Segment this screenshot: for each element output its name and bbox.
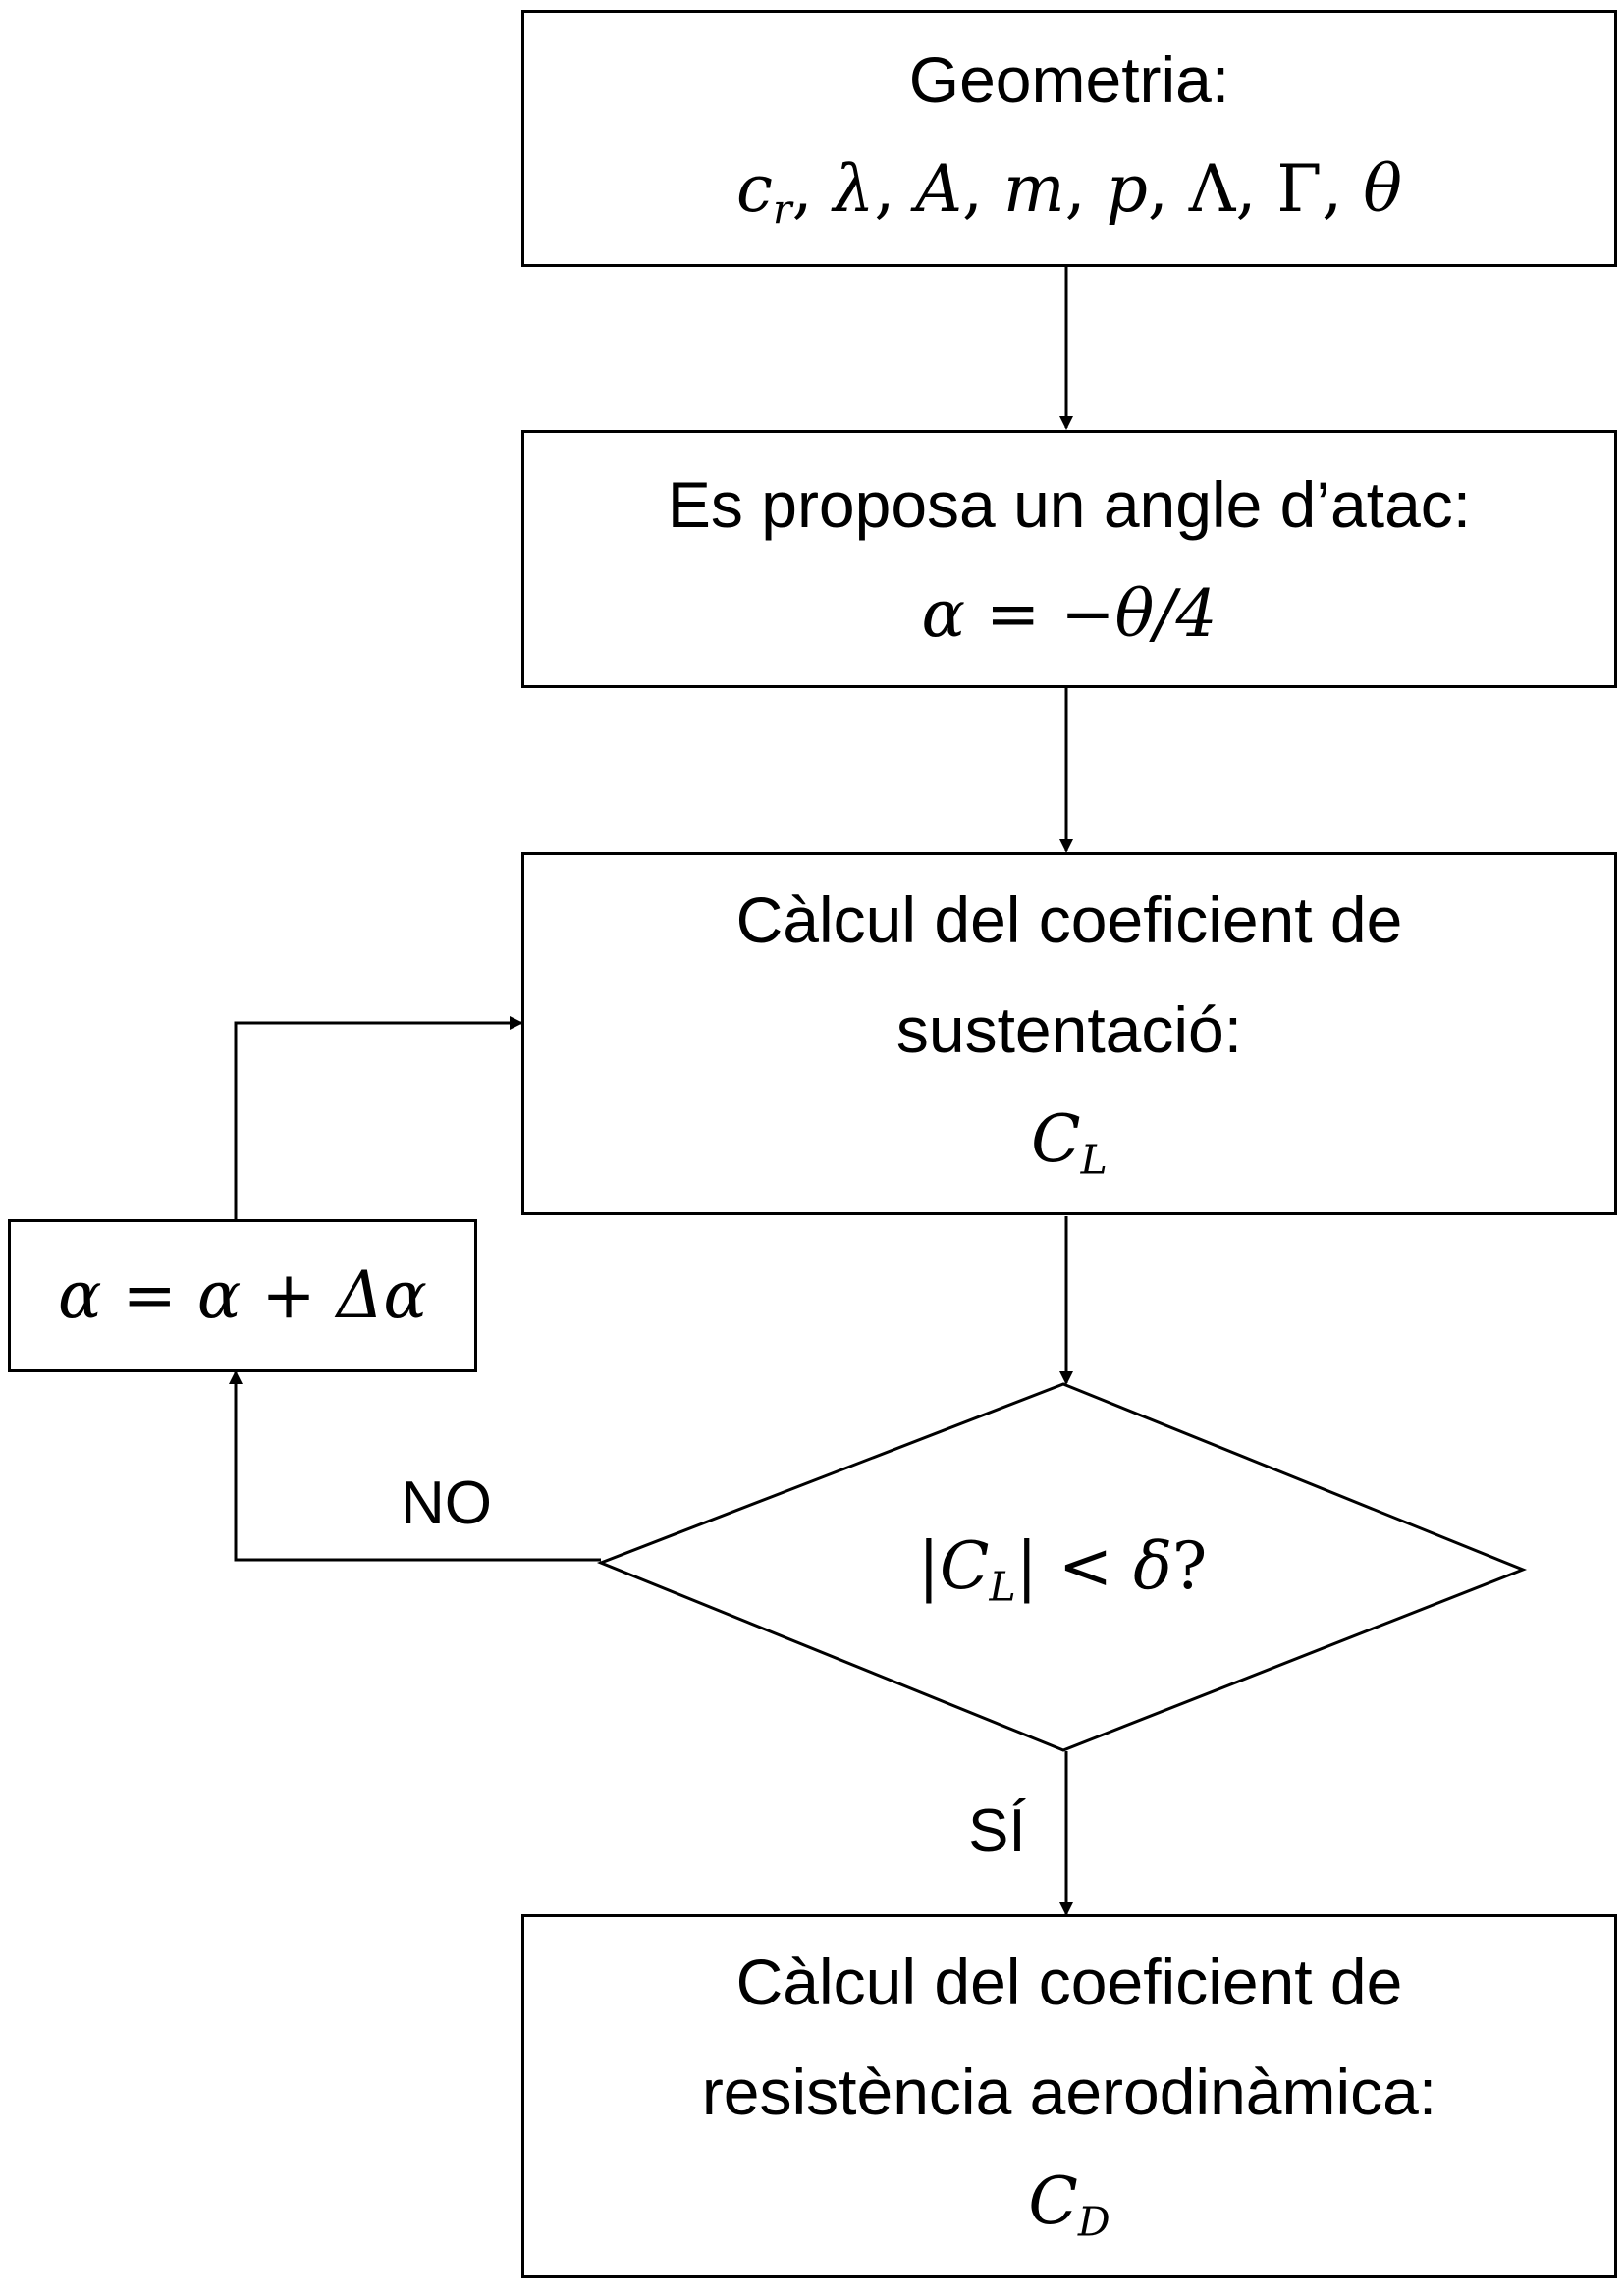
arrow-update-to-lift — [234, 1016, 523, 1219]
geometry-parameters: cr, λ, A, m, p, Λ, Γ, θ — [736, 150, 1402, 234]
angle-update-formula: α = α + Δα — [58, 1257, 427, 1333]
lift-title-line2: sustentació: — [895, 992, 1243, 1066]
drag-coefficient-box: Càlcul del coeficient de resistència aer… — [521, 1914, 1617, 2278]
drag-title-line2: resistència aerodinàmica: — [701, 2056, 1437, 2129]
initial-angle-title: Es proposa un angle d’atac: — [667, 467, 1472, 541]
decision-diamond — [596, 1382, 1528, 1752]
lift-coefficient-symbol: CL — [1031, 1100, 1108, 1184]
no-branch-label: NO — [401, 1469, 492, 1537]
arrow-no-branch-to-update — [229, 1370, 601, 1562]
lift-coefficient-box: Càlcul del coeficient de sustentació: CL — [521, 852, 1617, 1215]
drag-coefficient-symbol: CD — [1028, 2163, 1110, 2246]
initial-angle-formula: α = −θ/4 — [921, 575, 1218, 652]
drag-title-line1: Càlcul del coeficient de — [735, 1946, 1403, 2019]
yes-branch-label: SÍ — [968, 1797, 1026, 1865]
geometry-box: Geometria: cr, λ, A, m, p, Λ, Γ, θ — [521, 10, 1617, 267]
decision-condition: |CL| < δ? — [917, 1527, 1208, 1611]
geometry-title: Geometria: — [908, 42, 1230, 116]
angle-update-box: α = α + Δα — [8, 1219, 477, 1372]
initial-angle-box: Es proposa un angle d’atac: α = −θ/4 — [521, 430, 1617, 688]
lift-title-line1: Càlcul del coeficient de — [735, 882, 1403, 956]
